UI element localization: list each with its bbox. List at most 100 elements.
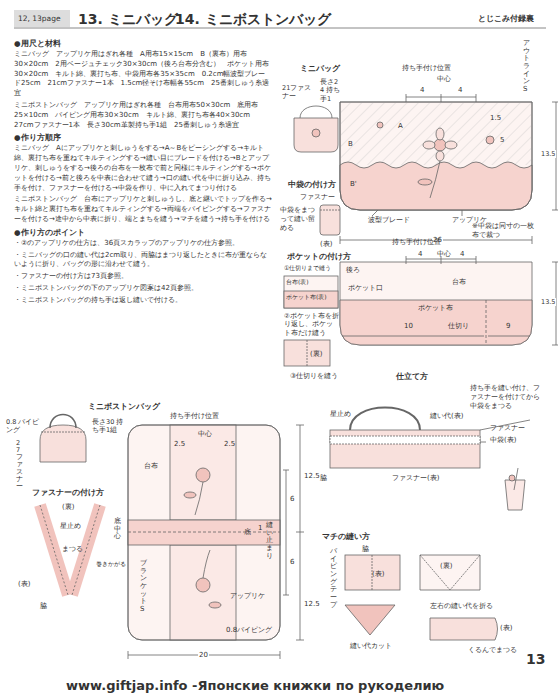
part-label: 1	[258, 524, 262, 533]
part-label: 中心	[437, 250, 451, 259]
part-label: 中心	[198, 430, 212, 439]
part-label: 20	[198, 651, 209, 660]
part-label: (表)	[320, 240, 332, 249]
section-heading: 仕立て方	[396, 372, 428, 382]
part-label: 中心	[437, 75, 451, 84]
section-heading: とじこみ付録裏	[478, 14, 534, 24]
part-label: 4	[458, 86, 462, 95]
boston-bag-drawings	[40, 415, 498, 660]
part-label: 5	[500, 136, 504, 145]
part-label: 持ち手付け位置	[392, 238, 441, 247]
part-label: ③仕切りを縫う	[290, 372, 338, 381]
watermark: www.giftjap.info -Японские книжки по рук…	[66, 678, 444, 695]
section-heading: 13. ミニバッグ	[78, 10, 178, 28]
part-label: 波型ブレード	[368, 216, 410, 225]
part-label: (表)	[500, 624, 512, 633]
part-label: 底中心	[114, 518, 121, 541]
part-label: ブランケットS	[140, 560, 147, 614]
mini-bag-drawings	[284, 94, 558, 510]
part-label: (裏)	[310, 350, 322, 359]
instruction-text: ・ミニボストンバッグの下のアップリケ図案は42頁参照。	[14, 284, 272, 294]
part-label: 10	[404, 322, 413, 331]
part-label: (表)	[372, 570, 384, 579]
part-label: 27ファスナー	[16, 440, 23, 490]
part-label: 台布	[452, 278, 466, 287]
part-label: 6	[290, 558, 294, 567]
part-label: 縫い代(表)	[430, 412, 463, 421]
part-label: くるんでまつる	[468, 646, 517, 655]
part-label: ファスナー	[490, 424, 525, 433]
part-label: 脇	[320, 474, 327, 483]
part-label: A	[398, 122, 403, 131]
part-label: (表)	[18, 580, 30, 589]
instruction-text: ・②のアップリケの仕方は、36頁スカラップのアップリケの仕方参照。	[14, 239, 272, 249]
part-label: 4	[420, 86, 424, 95]
part-label: 中袋(表)	[490, 436, 516, 445]
part-label: 台布(表)	[286, 278, 309, 286]
section-heading: 14. ミニボストンバッグ	[175, 10, 331, 28]
part-label: 0.8 パイピング	[6, 418, 40, 435]
part-label: ①仕切りまで縫う	[284, 264, 331, 272]
part-label: B'	[350, 180, 357, 189]
part-label: 12.5	[304, 600, 320, 609]
section-heading: ●作り方順序	[14, 133, 272, 143]
instruction-text: ミニバッグ Aにアップリケと刺しゅうをする→A～Bをピーシングする→キルト綿、裏…	[14, 144, 272, 193]
section-heading: 中袋の付け方	[288, 180, 336, 190]
instruction-text: ミニボストンバッグ 台布にアップリケと刺しゅうし、底と継いでトップを作る→キルト…	[14, 195, 272, 224]
part-label: (裏)	[440, 562, 452, 571]
part-label: 後ろ	[346, 266, 360, 275]
instruction-text: ミニボストンバッグ アップリケ用はぎれ各種 台布用布50×30cm 底用布25×…	[14, 101, 272, 130]
part-label: 巻きかがる	[96, 560, 126, 568]
part-label: 4	[460, 250, 464, 259]
part-label: B	[348, 140, 353, 149]
part-label: 4	[418, 250, 422, 259]
part-label: 中袋をまつって縫い留める	[280, 206, 316, 233]
section-heading: ●作り方のポイント	[14, 228, 272, 238]
part-label: ポケット布	[418, 304, 453, 313]
part-label: アップリケ	[230, 592, 265, 601]
part-label: 底	[244, 528, 251, 537]
instruction-text: ・ミニボストンバッグの持ち手は返し縫いで付ける。	[14, 296, 272, 306]
part-label: 13.5	[540, 150, 556, 158]
part-label: 星止め	[60, 522, 81, 531]
part-label: 縫い止まり	[266, 522, 273, 560]
part-label: ②ポケット布を折り返し、ポケット布だけ縫う	[284, 312, 339, 337]
part-label: 12, 13page	[18, 14, 61, 24]
part-label: ※中袋は同寸の一枚布で裁つ	[472, 222, 538, 240]
section-heading: ポケットの付け方	[287, 252, 351, 262]
section-heading: ミニバッグ	[300, 64, 340, 74]
section-heading: マチの縫い方	[322, 532, 370, 542]
section-heading: 13	[526, 650, 545, 668]
part-label: 左右の縫い代を折る	[430, 602, 493, 611]
part-label: 台布	[144, 462, 158, 471]
part-label: ファスナー(表)	[392, 474, 439, 483]
instruction-text: ・ミニバッグの口の縫い代は2cm取り、両脇はまつり返したときに布が重ならないよう…	[14, 251, 272, 271]
part-label: パイピングテープ	[330, 548, 337, 610]
part-label: 長さ24 持ち手1	[320, 78, 342, 103]
part-label: ファスナー	[300, 193, 335, 202]
part-label: 2.5	[174, 440, 185, 449]
part-label: 星止め	[330, 410, 351, 419]
part-label: 2.5	[224, 440, 235, 449]
section-heading: ファスナーの付け方	[32, 488, 104, 498]
part-label: 縫い代カット	[350, 642, 392, 651]
part-label: 持ち手付け位置	[170, 412, 219, 421]
part-label: アウトラインS	[523, 40, 530, 94]
part-label: 1.5	[490, 114, 501, 123]
section-heading: ●用尺と材料	[14, 39, 272, 49]
part-label: 持ち手を縫い付け、ファスナーを付けてから中袋をまつる	[470, 384, 545, 411]
part-label: 6	[290, 495, 294, 504]
header-rule	[14, 10, 546, 28]
part-label: 脇	[40, 602, 47, 611]
section-heading: ミニボストンバッグ	[88, 402, 160, 412]
instruction-text: ミニバッグ アップリケ用はぎれ各種 A用布15×15cm B（裏布）用布30×2…	[14, 50, 272, 99]
part-label: 13.5	[540, 298, 556, 306]
part-label: 0.8パイピング	[226, 626, 272, 635]
part-label: 持ち手付け位置	[402, 64, 451, 73]
part-label: 脇	[362, 545, 369, 554]
part-label: 長さ30 持ち手1組	[92, 418, 124, 435]
instruction-text: ・ファスナーの付け方は73頁参照。	[14, 272, 272, 282]
part-label: 9	[506, 322, 510, 331]
part-label: まつる	[62, 545, 83, 554]
part-label: (裏)	[62, 503, 74, 512]
